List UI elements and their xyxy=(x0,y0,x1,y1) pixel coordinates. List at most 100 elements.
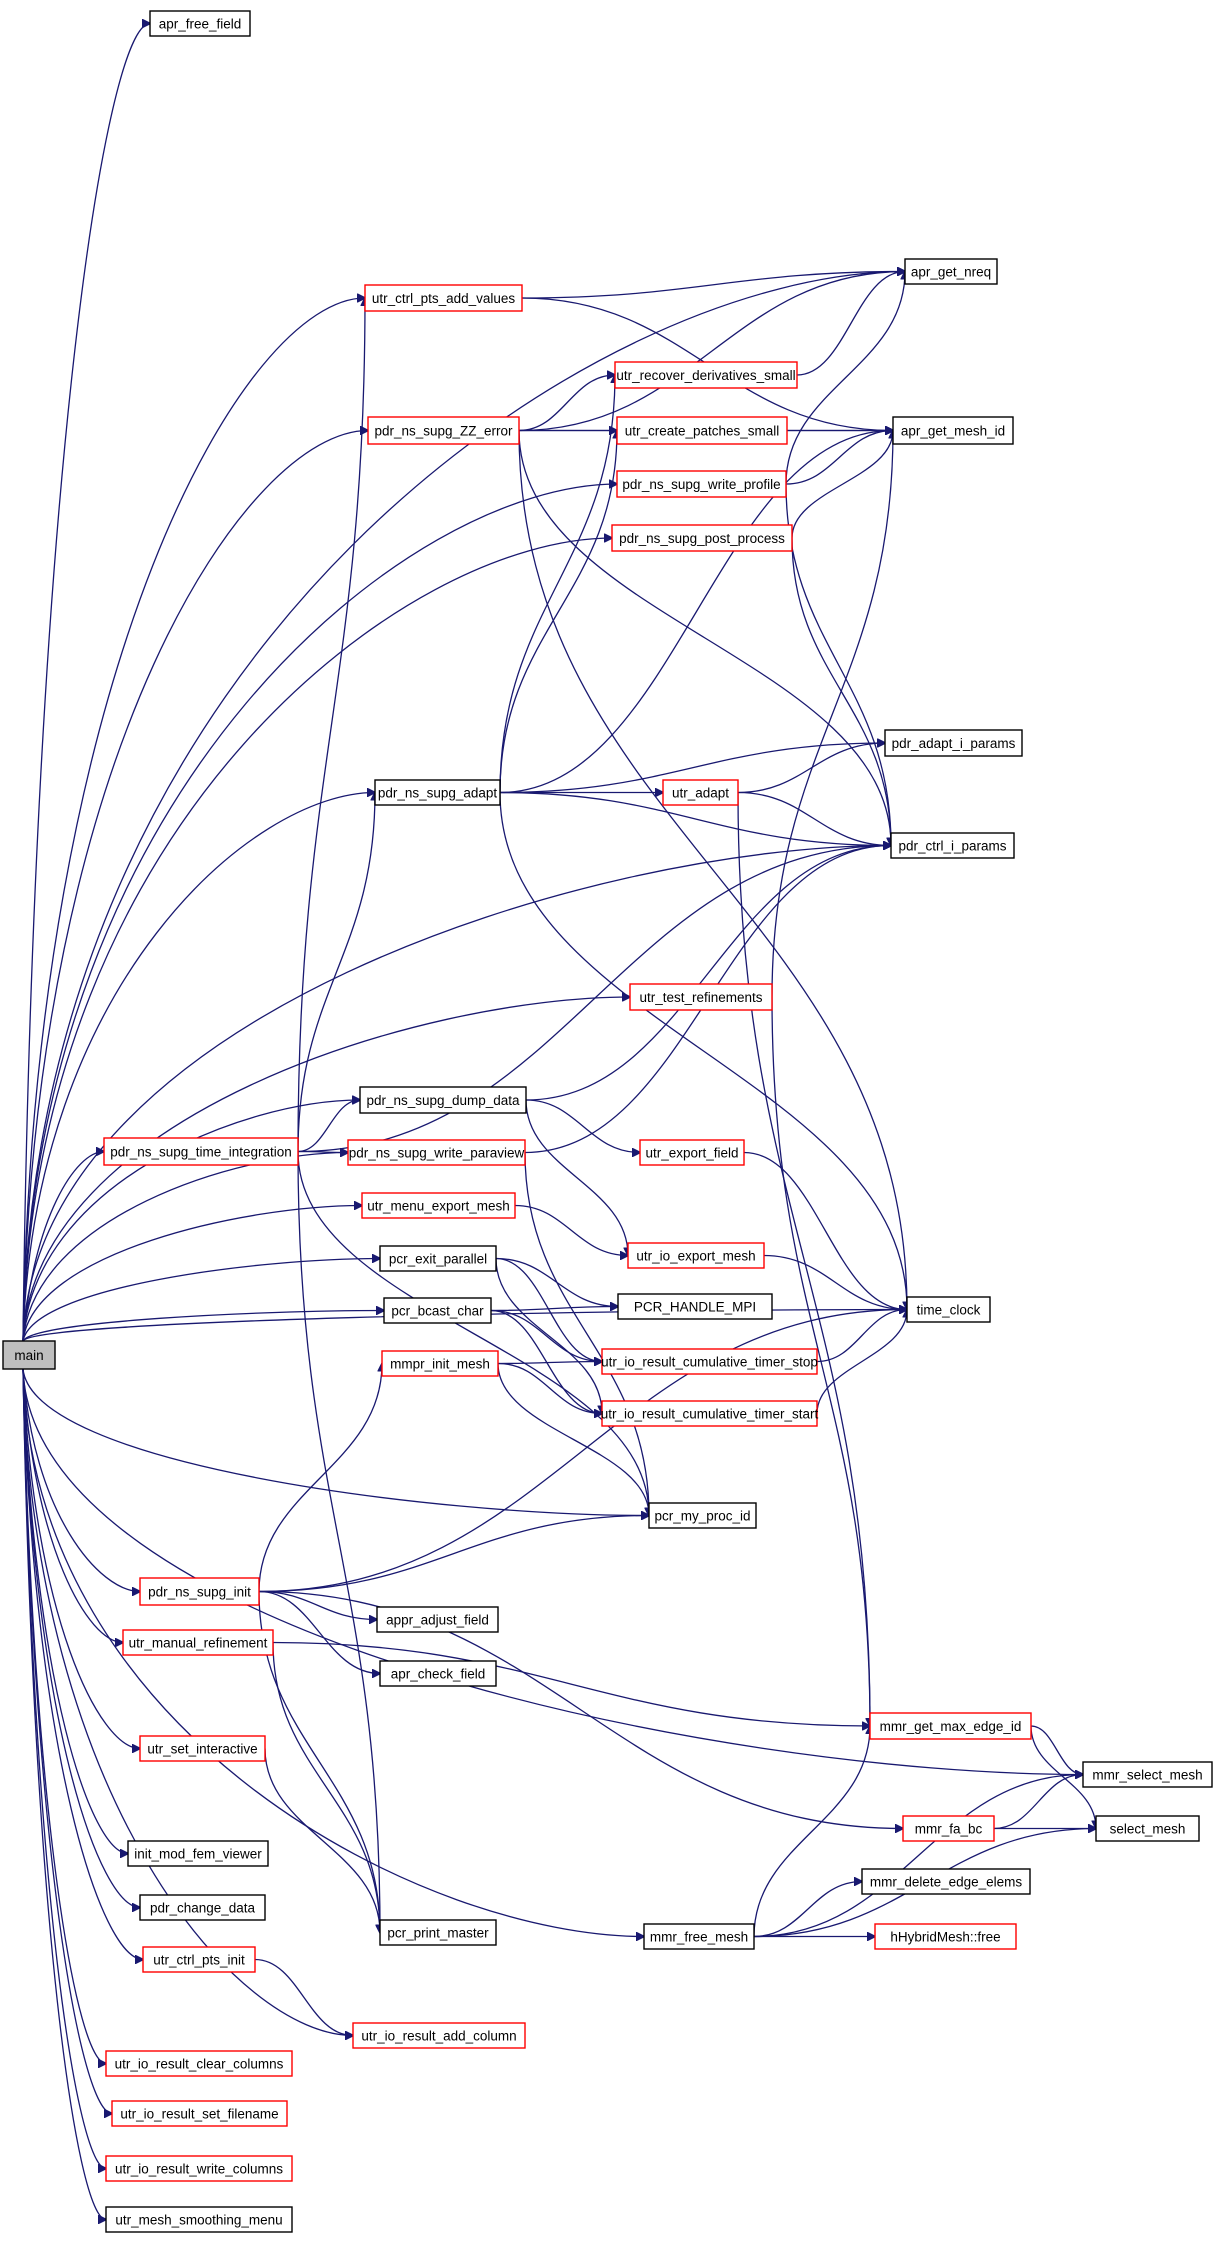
node-utr-recover-derivatives-small[interactable]: utr_recover_derivatives_small xyxy=(614,361,798,389)
node-utr-io-result-cumulative-timer-stop[interactable]: utr_io_result_cumulative_timer_stop xyxy=(601,1348,818,1375)
node-pdr-ns-supg-init[interactable]: pdr_ns_supg_init xyxy=(139,1577,260,1606)
node-utr-io-export-mesh[interactable]: utr_io_export_mesh xyxy=(627,1242,765,1269)
node-box xyxy=(361,1192,516,1219)
edge-pdr_ns_supg_adapt-to-utr_recover_derivatives_small xyxy=(499,375,615,793)
node-box xyxy=(617,1293,773,1320)
node-label: utr_io_result_clear_columns xyxy=(115,2057,284,2072)
node-label: utr_menu_export_mesh xyxy=(367,1199,510,1214)
node-mmr-get-max-edge-id[interactable]: mmr_get_max_edge_id xyxy=(869,1712,1032,1740)
node-box xyxy=(616,416,788,445)
node-utr-create-patches-small[interactable]: utr_create_patches_small xyxy=(616,416,788,445)
node-utr-manual-refinement[interactable]: utr_manual_refinement xyxy=(122,1629,274,1656)
node-appr-adjust-field[interactable]: appr_adjust_field xyxy=(376,1606,499,1633)
node-pdr-ctrl-i-params[interactable]: pdr_ctrl_i_params xyxy=(890,832,1015,859)
node-box xyxy=(374,779,501,806)
node-utr-io-result-add-column[interactable]: utr_io_result_add_column xyxy=(352,2022,526,2049)
edge-pdr_ns_supg_write_profile-to-pdr_ctrl_i_params xyxy=(785,483,891,846)
node-label: utr_recover_derivatives_small xyxy=(616,368,795,383)
node-utr-io-result-clear-columns[interactable]: utr_io_result_clear_columns xyxy=(105,2050,293,2077)
node-utr-ctrl-pts-init[interactable]: utr_ctrl_pts_init xyxy=(142,1946,256,1973)
node-main[interactable]: main xyxy=(2,1340,56,1370)
edge-pdr_ns_supg_ZZ_error-to-utr_recover_derivatives_small xyxy=(518,375,615,432)
edge-mmr_get_max_edge_id-to-mmr_select_mesh xyxy=(1030,1725,1083,1775)
node-apr-free-field[interactable]: apr_free_field xyxy=(149,10,251,37)
node-utr-io-result-write-columns[interactable]: utr_io_result_write_columns xyxy=(105,2155,293,2182)
node-label: init_mod_fem_viewer xyxy=(134,1847,262,1862)
node-label: utr_io_result_set_filename xyxy=(120,2107,278,2122)
edge-pdr_ns_supg_time_integration-to-pdr_ctrl_i_params xyxy=(297,846,891,1153)
node-utr-adapt[interactable]: utr_adapt xyxy=(662,779,739,806)
node-time-clock[interactable]: time_clock xyxy=(906,1296,991,1323)
node-box xyxy=(359,1086,527,1114)
node-box xyxy=(105,2050,293,2077)
node-label: hHybridMesh::free xyxy=(890,1930,1000,1945)
edge-pdr_ns_supg_init-to-mmpr_init_mesh xyxy=(258,1364,382,1592)
node-mmr-fa-bc[interactable]: mmr_fa_bc xyxy=(902,1815,995,1842)
node-box xyxy=(662,779,739,806)
node-label: pdr_ns_supg_init xyxy=(148,1585,251,1600)
edge-utr_adapt-to-pdr_ctrl_i_params xyxy=(737,791,891,846)
node-utr-menu-export-mesh[interactable]: utr_menu_export_mesh xyxy=(361,1192,516,1219)
edge-main-to-utr_set_interactive xyxy=(22,1368,140,1749)
edge-utr_recover_derivatives_small-to-apr_get_nreq xyxy=(796,272,905,376)
node-init-mod-fem-viewer[interactable]: init_mod_fem_viewer xyxy=(127,1840,269,1867)
node-mmr-delete-edge-elems[interactable]: mmr_delete_edge_elems xyxy=(861,1868,1031,1895)
node-label: utr_io_result_write_columns xyxy=(115,2162,283,2177)
node-utr-export-field[interactable]: utr_export_field xyxy=(639,1139,745,1166)
node-hhybridmesh-free[interactable]: hHybridMesh::free xyxy=(874,1923,1017,1950)
node-pdr-ns-supg-post-process[interactable]: pdr_ns_supg_post_process xyxy=(611,524,793,552)
node-utr-test-refinements[interactable]: utr_test_refinements xyxy=(629,983,773,1011)
edge-main-to-pdr_ns_supg_write_profile xyxy=(22,484,617,1342)
edge-mmr_get_max_edge_id-to-select_mesh xyxy=(1030,1725,1096,1829)
node-label: utr_export_field xyxy=(645,1146,738,1161)
node-label: pcr_print_master xyxy=(387,1926,489,1941)
node-pcr-exit-parallel[interactable]: pcr_exit_parallel xyxy=(379,1245,497,1272)
node-box xyxy=(906,1296,991,1323)
node-pdr-adapt-i-params[interactable]: pdr_adapt_i_params xyxy=(884,729,1023,757)
edge-pdr_ns_supg_time_integration-to-utr_ctrl_pts_add_values xyxy=(297,298,365,1152)
edge-pcr_exit_parallel-to-utr_io_result_cumulative_timer_stop xyxy=(495,1257,602,1362)
node-label: utr_mesh_smoothing_menu xyxy=(115,2213,282,2228)
node-pdr-ns-supg-adapt[interactable]: pdr_ns_supg_adapt xyxy=(374,779,501,806)
node-label: pcr_exit_parallel xyxy=(389,1252,487,1267)
node-select-mesh[interactable]: select_mesh xyxy=(1095,1815,1200,1842)
node-label: utr_set_interactive xyxy=(147,1742,257,1757)
edge-main-to-pdr_ns_supg_write_paraview xyxy=(22,1153,348,1342)
node-pcr-bcast-char[interactable]: pcr_bcast_char xyxy=(383,1297,492,1324)
node-pcr-handle-mpi[interactable]: PCR_HANDLE_MPI xyxy=(617,1293,773,1320)
edge-utr_io_result_cumulative_timer_start-to-time_clock xyxy=(816,1310,907,1414)
node-box xyxy=(611,524,793,552)
node-label: utr_io_result_add_column xyxy=(361,2029,516,2044)
node-apr-get-mesh-id[interactable]: apr_get_mesh_id xyxy=(892,416,1014,445)
node-box xyxy=(2,1340,56,1370)
edge-utr_io_export_mesh-to-time_clock xyxy=(763,1254,907,1310)
node-pdr-ns-supg-write-paraview[interactable]: pdr_ns_supg_write_paraview xyxy=(347,1139,526,1166)
node-mmr-free-mesh[interactable]: mmr_free_mesh xyxy=(643,1923,755,1950)
node-utr-mesh-smoothing-menu[interactable]: utr_mesh_smoothing_menu xyxy=(105,2206,293,2233)
edge-pdr_ns_supg_time_integration-to-pdr_ns_supg_adapt xyxy=(297,793,375,1152)
node-box xyxy=(379,1919,497,1946)
node-box xyxy=(139,1894,266,1921)
edge-mmr_free_mesh-to-mmr_delete_edge_elems xyxy=(753,1882,862,1938)
node-pdr-ns-supg-zz-error[interactable]: pdr_ns_supg_ZZ_error xyxy=(367,416,520,445)
node-label: utr_ctrl_pts_add_values xyxy=(372,291,516,306)
node-mmpr-init-mesh[interactable]: mmpr_init_mesh xyxy=(381,1350,499,1377)
node-pdr-ns-supg-dump-data[interactable]: pdr_ns_supg_dump_data xyxy=(359,1086,527,1114)
node-utr-io-result-cumulative-timer-start[interactable]: utr_io_result_cumulative_timer_start xyxy=(601,1400,819,1427)
node-pdr-ns-supg-time-integration[interactable]: pdr_ns_supg_time_integration xyxy=(103,1137,299,1166)
node-utr-ctrl-pts-add-values[interactable]: utr_ctrl_pts_add_values xyxy=(364,284,523,312)
node-apr-check-field[interactable]: apr_check_field xyxy=(379,1660,497,1687)
node-label: apr_get_nreq xyxy=(911,265,991,280)
node-label: apr_free_field xyxy=(159,17,242,32)
node-utr-set-interactive[interactable]: utr_set_interactive xyxy=(139,1735,266,1762)
node-box xyxy=(376,1606,499,1633)
node-apr-get-nreq[interactable]: apr_get_nreq xyxy=(904,258,998,285)
node-pcr-print-master[interactable]: pcr_print_master xyxy=(379,1919,497,1946)
node-pdr-ns-supg-write-profile[interactable]: pdr_ns_supg_write_profile xyxy=(616,470,787,498)
node-pdr-change-data[interactable]: pdr_change_data xyxy=(139,1894,266,1921)
node-utr-io-result-set-filename[interactable]: utr_io_result_set_filename xyxy=(111,2100,288,2127)
edge-pdr_ns_supg_adapt-to-utr_create_patches_small xyxy=(499,431,617,793)
node-mmr-select-mesh[interactable]: mmr_select_mesh xyxy=(1082,1761,1213,1788)
edge-main-to-apr_free_field xyxy=(22,24,150,1342)
node-pcr-my-proc-id[interactable]: pcr_my_proc_id xyxy=(648,1502,757,1529)
